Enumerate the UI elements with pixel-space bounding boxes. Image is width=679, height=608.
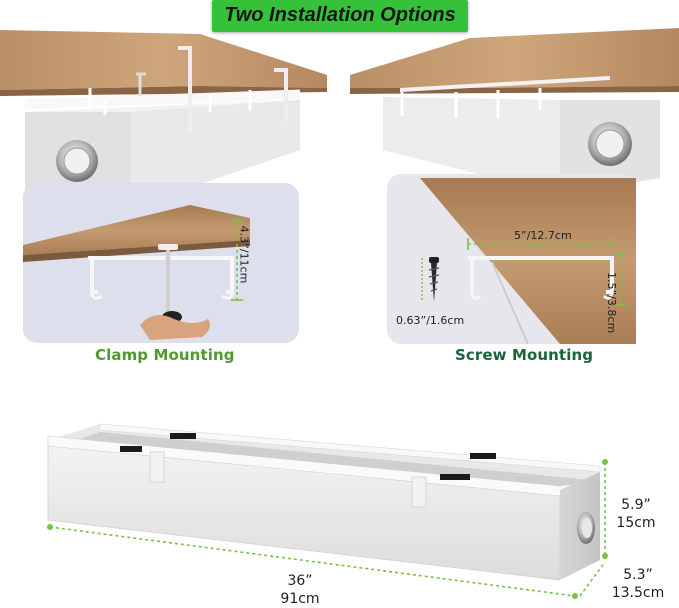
installation-options-banner: Two Installation Options	[212, 0, 468, 32]
height-cm: 15cm	[616, 515, 656, 531]
cable-tray-product	[47, 423, 608, 599]
screw-tray-photo	[350, 28, 679, 194]
banner-title: Two Installation Options	[224, 4, 456, 26]
depth-inches: 5.3”	[623, 567, 653, 583]
depth-cm: 13.5cm	[611, 585, 665, 601]
height-dimension: 5.9” 15cm	[610, 496, 662, 532]
screw-detail-inset	[387, 174, 636, 345]
screw-bracket-width-label: 5”/12.7cm	[514, 229, 572, 242]
clamp-height-dimension: 4.3”/11cm	[237, 218, 325, 298]
clamp-detail-inset	[23, 183, 299, 343]
screw-icon	[429, 257, 439, 263]
height-inches: 5.9”	[621, 497, 651, 513]
screw-bracket-height-label: 1.5”/3.8cm	[605, 272, 618, 334]
clamp-height-label: 4.3”/11cm	[237, 225, 251, 284]
length-inches: 36”	[287, 573, 313, 589]
length-dimension: 36” 91cm	[270, 572, 330, 608]
depth-dimension: 5.3” 13.5cm	[608, 566, 668, 602]
screw-mounting-caption: Screw Mounting	[455, 346, 594, 364]
length-cm: 91cm	[280, 591, 320, 607]
screw-length-label: 0.63”/1.6cm	[396, 314, 465, 327]
clamp-mounting-caption: Clamp Mounting	[95, 346, 235, 364]
clamp-tray-photo	[0, 30, 327, 208]
